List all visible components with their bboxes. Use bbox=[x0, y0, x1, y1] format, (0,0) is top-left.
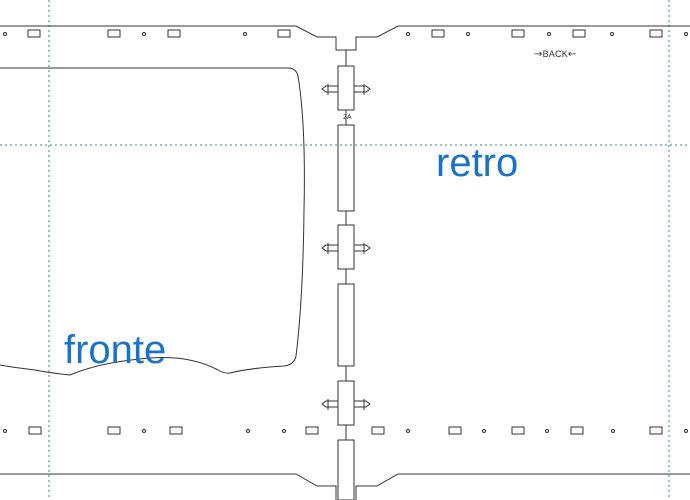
hinge-tab-2 bbox=[321, 243, 371, 254]
left-arrow-icon: ← bbox=[567, 49, 577, 60]
spine-panel-3 bbox=[337, 224, 355, 270]
bottom-outline bbox=[0, 473, 690, 500]
spine-panel-1 bbox=[337, 65, 355, 111]
spine-panel-2 bbox=[337, 124, 355, 212]
top-outline bbox=[0, 25, 690, 51]
spine-panel-6 bbox=[337, 439, 355, 500]
hinge-tab-3 bbox=[321, 399, 371, 410]
front-window-cutout bbox=[0, 67, 305, 376]
spine-panel-5 bbox=[337, 380, 355, 426]
top-slot-row bbox=[3, 29, 688, 38]
right-arrow-icon: → bbox=[534, 49, 543, 60]
back-marker: →BACK← bbox=[534, 49, 577, 60]
panel-code-label: 2A bbox=[343, 114, 352, 121]
retro-label: retro bbox=[436, 141, 519, 185]
spine-panel-4 bbox=[337, 283, 355, 367]
bottom-slot-row bbox=[3, 426, 688, 435]
back-marker-text: BACK bbox=[542, 49, 568, 59]
fronte-label: fronte bbox=[64, 328, 167, 372]
hinge-tab-1 bbox=[321, 84, 371, 95]
